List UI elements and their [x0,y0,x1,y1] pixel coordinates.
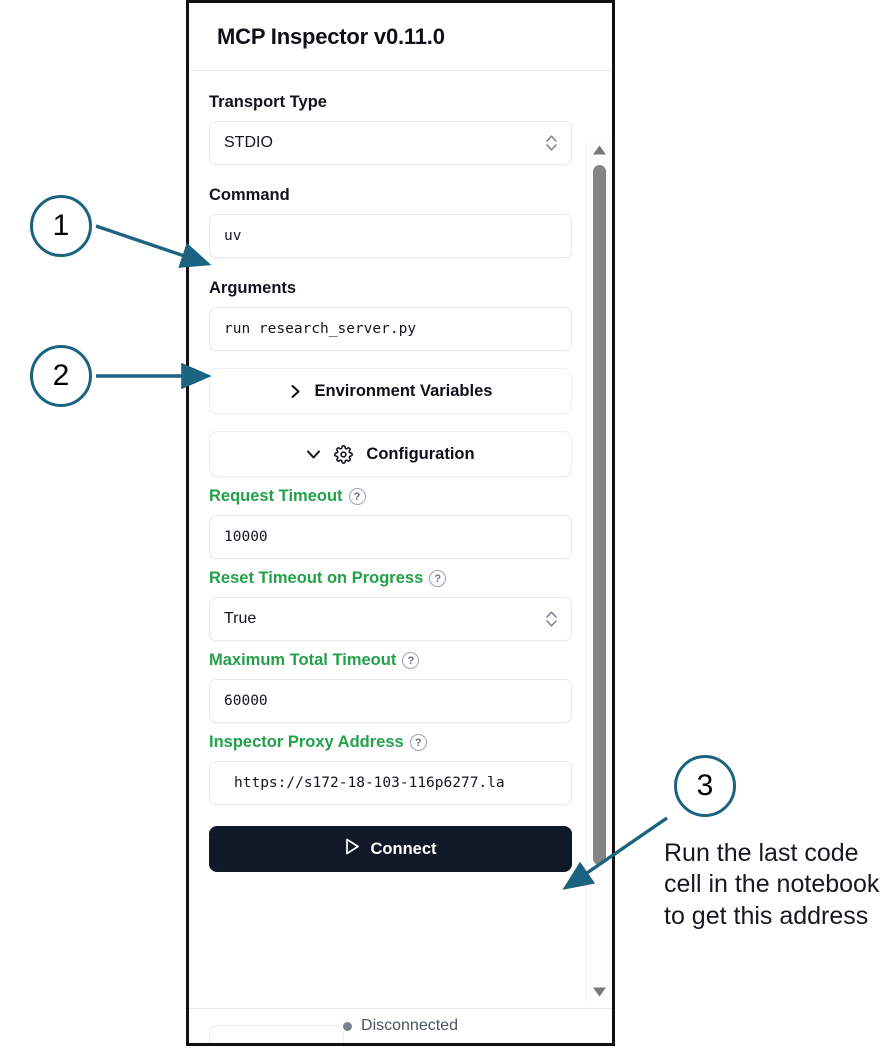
annotation-note: Run the last code cell in the notebook t… [664,839,880,930]
panel-header: MCP Inspector v0.11.0 [189,3,612,71]
callout-marker-3: 3 [674,755,736,817]
status-label: Disconnected [361,1017,458,1034]
transport-type-select[interactable]: STDIO [209,121,572,165]
transport-type-label: Transport Type [209,93,327,111]
configuration-label: Configuration [366,444,475,463]
status-dot-icon [343,1021,353,1031]
inspector-proxy-address-input[interactable]: https://s172-18-103-116p6277.la [209,761,572,805]
chevron-updown-icon [546,611,557,627]
page-title: MCP Inspector v0.11.0 [217,23,445,49]
request-timeout-label: Request Timeout ? [209,487,572,506]
arguments-label: Arguments [209,279,297,297]
chevron-down-icon [306,448,321,461]
reset-timeout-value: True [224,610,257,627]
help-icon[interactable]: ? [348,488,366,505]
transport-type-value: STDIO [224,134,273,151]
inspector-proxy-address-label: Inspector Proxy Address ? [209,733,572,752]
configuration-toggle[interactable]: Configuration [209,431,572,477]
callout-marker-2: 2 [30,345,92,407]
maximum-total-timeout-value: 60000 [224,693,268,709]
mcp-inspector-panel: MCP Inspector v0.11.0 Transport Type STD… [186,0,615,1046]
request-timeout-input[interactable]: 10000 [209,515,572,559]
panel-body: Transport Type STDIO Command uv Argument… [189,71,612,1043]
chevron-right-icon [289,384,302,399]
environment-variables-toggle[interactable]: Environment Variables [209,368,572,414]
panel-scrollbar[interactable] [586,141,610,1001]
status-divider [189,1008,612,1009]
connection-status: Disconnected [189,1009,612,1043]
play-icon [345,838,360,860]
gear-icon [334,444,354,464]
reset-timeout-select[interactable]: True [209,597,572,641]
command-value: uv [224,228,242,244]
command-input[interactable]: uv [209,214,572,258]
connect-label: Connect [370,839,437,858]
help-icon[interactable]: ? [429,570,447,587]
arguments-input[interactable]: run research_server.py [209,307,572,351]
scroll-up-arrow-icon[interactable] [591,145,607,155]
help-icon[interactable]: ? [409,734,427,751]
help-icon[interactable]: ? [402,652,420,669]
connect-button[interactable]: Connect [209,826,572,872]
chevron-updown-icon [546,135,557,151]
maximum-total-timeout-input[interactable]: 60000 [209,679,572,723]
scroll-down-arrow-icon[interactable] [591,987,607,997]
callout-marker-1: 1 [30,195,92,257]
scrollbar-thumb[interactable] [593,165,606,865]
request-timeout-value: 10000 [224,529,268,545]
inspector-proxy-address-value: https://s172-18-103-116p6277.la [234,775,505,791]
command-label: Command [209,186,290,204]
reset-timeout-label: Reset Timeout on Progress ? [209,569,572,588]
environment-variables-label: Environment Variables [314,381,493,400]
partial-bottom-button[interactable] [209,1025,344,1043]
arguments-value: run research_server.py [224,321,417,337]
maximum-total-timeout-label: Maximum Total Timeout ? [209,651,572,670]
